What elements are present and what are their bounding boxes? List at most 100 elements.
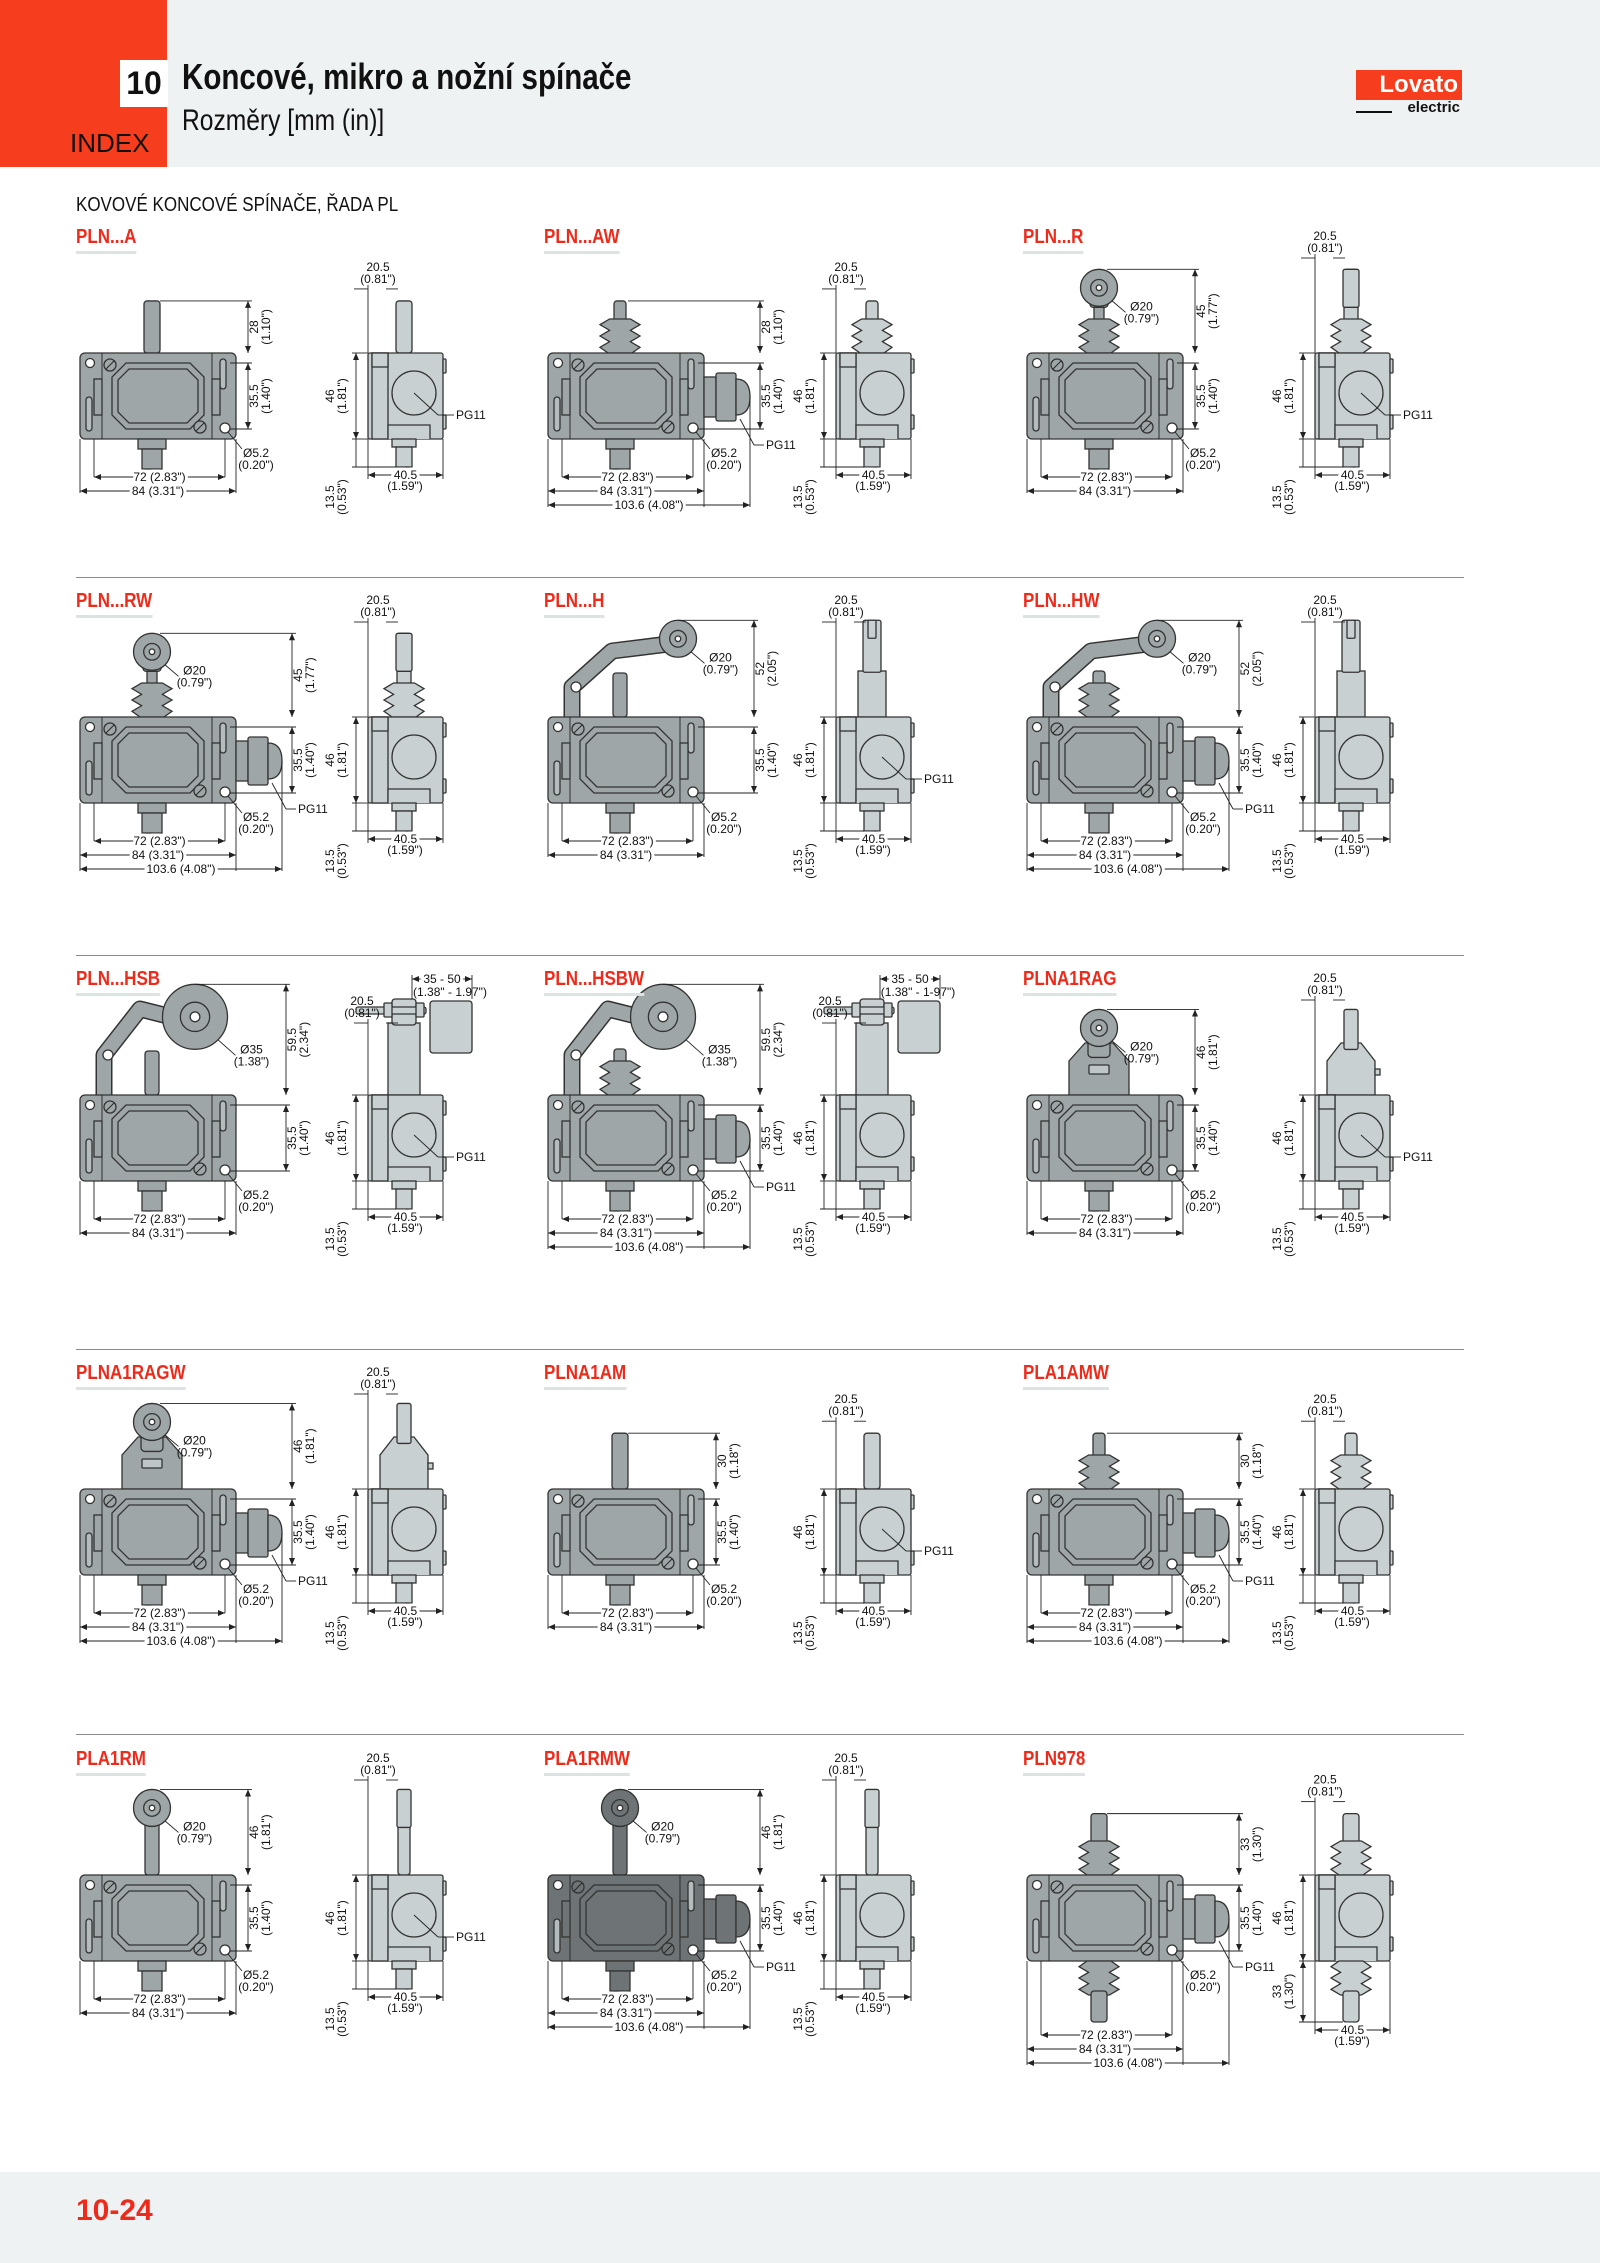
product-code[interactable]: PLNA1AM: [544, 1362, 627, 1390]
product-code[interactable]: PLN...H: [544, 590, 605, 618]
lever-pivot: [570, 1049, 582, 1061]
arrow-head: [1315, 836, 1322, 842]
side-rail-top: [839, 716, 857, 732]
dimension-label: 72 (2.83"): [1080, 2028, 1132, 2042]
bottom-stub: [137, 1960, 167, 1972]
arrow-head: [757, 300, 763, 308]
product-code[interactable]: PLN...A: [76, 226, 137, 254]
dimension-inch: (1.40"): [1250, 1900, 1264, 1936]
mount-slot: [85, 760, 93, 796]
product-code[interactable]: PLN...RW: [76, 590, 153, 618]
bottom-plunger: [863, 446, 881, 468]
product-code[interactable]: PLN...HW: [1023, 590, 1100, 618]
arrow-head: [94, 1996, 101, 2002]
hole-diameter-inch: (0.20"): [706, 1980, 742, 1994]
product-code[interactable]: PLN...HSBW: [544, 968, 645, 996]
dimension-value: 35.5: [1238, 1520, 1252, 1544]
dimension-inch: (1.59"): [855, 843, 891, 857]
side-view: 20.5(0.81")46(1.81")13.5(0.53")40.5(1.59…: [1270, 229, 1433, 515]
arrow-head: [1192, 346, 1198, 353]
index-link[interactable]: INDEX: [70, 128, 150, 158]
bottom-plunger: [1088, 1190, 1110, 1212]
dimension-drawing: 59.5(2.34")35.5(1.40")Ø5.2(0.20")Ø35(1.3…: [79, 969, 487, 1257]
rubber-boot: [1077, 682, 1121, 718]
dimension-label: 40.5: [1341, 468, 1365, 482]
dimension-value: 45: [1194, 304, 1208, 318]
product-code[interactable]: PLN978: [1023, 1748, 1086, 1776]
leader-line: [881, 1528, 907, 1552]
product-code[interactable]: PLA1RM: [76, 1748, 146, 1776]
screw-slot: [105, 1102, 115, 1112]
cable-gland-nut: [1182, 1512, 1196, 1554]
product-code[interactable]: PLA1AMW: [1023, 1362, 1109, 1390]
dimension-inch: (0.81"): [360, 1377, 396, 1391]
arrow-head: [353, 1095, 359, 1102]
plunger-rod: [395, 300, 413, 354]
side-rail-top: [371, 1488, 389, 1504]
bottom-plunger: [863, 1188, 881, 1210]
leader-line: [739, 418, 755, 446]
dimension-inch: (1.81"): [335, 1900, 349, 1936]
dimension-value: 20.5: [366, 260, 390, 274]
bottom-stub: [1084, 438, 1114, 450]
dimension-drawing: 52(2.05")35.5(1.40")Ø5.2(0.20")Ø20(0.79"…: [547, 593, 954, 879]
rubber-boot: [1077, 318, 1121, 354]
leader-line: [1111, 1040, 1126, 1053]
arrow-head: [80, 1624, 87, 1630]
side-base: [387, 1560, 431, 1575]
side-rail-top: [839, 1094, 857, 1110]
head-window: [1088, 1064, 1110, 1075]
dimension-inch: (1.40"): [1250, 1514, 1264, 1550]
dimension-label: 84 (3.31"): [600, 1226, 652, 1240]
product-code[interactable]: PLNA1RAG: [1023, 968, 1117, 996]
dimension-inch: (1.81"): [1282, 1120, 1296, 1156]
dimension-inch: (0.81"): [828, 605, 864, 619]
dimension-inch: (0.81"): [1307, 605, 1343, 619]
side-view: 20.5(0.81")46(1.81")13.5(0.53")40.5(1.59…: [323, 260, 486, 515]
bottom-plunger: [1088, 812, 1110, 834]
mount-slot: [1166, 1880, 1174, 1912]
dimension-inch: (0.81"): [828, 272, 864, 286]
mount-slot: [1166, 722, 1174, 754]
arrow-head: [436, 1608, 443, 1614]
lovato-logo: Lovato electric: [1356, 70, 1462, 116]
arrow-head: [80, 488, 87, 494]
product-code[interactable]: PLN...R: [1023, 226, 1084, 254]
dimension-inch: (1.40"): [297, 1120, 311, 1156]
dimension-label: 72 (2.83"): [133, 1992, 185, 2006]
side-tab: [910, 1880, 915, 1896]
arrow-head: [757, 363, 763, 370]
dimension-inch: (1.81"): [335, 378, 349, 414]
bottom-stub: [859, 438, 885, 448]
product-code[interactable]: PLN...HSB: [76, 968, 161, 996]
roller-diameter: Ø20: [709, 650, 732, 664]
arrow-head: [1165, 1610, 1172, 1616]
bottom-stub: [137, 802, 167, 814]
side-base: [1334, 1166, 1378, 1181]
leader-line: [1111, 300, 1126, 313]
side-tab: [1389, 1156, 1394, 1172]
pg-label: PG11: [456, 408, 486, 422]
dimension-value: 20.5: [1313, 229, 1337, 243]
dimension-label: 40.5: [1341, 2023, 1365, 2037]
dimension-inch: (0.81"): [812, 1006, 848, 1020]
product-code[interactable]: PLN...AW: [544, 226, 620, 254]
arrow-head: [1165, 838, 1172, 844]
row-divider: [76, 577, 1464, 578]
leader-line: [739, 1160, 755, 1188]
lever-pivot: [1049, 681, 1061, 693]
side-view: 20.5(0.81")46(1.81")13.5(0.53")40.5(1.59…: [1270, 593, 1394, 879]
dimension-value: 46: [1270, 1525, 1284, 1539]
arrow-head: [686, 1996, 693, 2002]
product-code[interactable]: PLNA1RAGW: [76, 1362, 186, 1390]
roller-axle: [189, 1011, 201, 1023]
leader-line: [881, 756, 907, 780]
bottom-stub: [605, 1574, 635, 1586]
product-code[interactable]: PLA1RMW: [544, 1748, 630, 1776]
dimension-value: 35.5: [1194, 1126, 1208, 1150]
leader-line: [1360, 1134, 1386, 1158]
arrow-head: [821, 353, 827, 360]
arrow-head: [80, 1638, 87, 1644]
side-base: [1334, 1560, 1378, 1575]
